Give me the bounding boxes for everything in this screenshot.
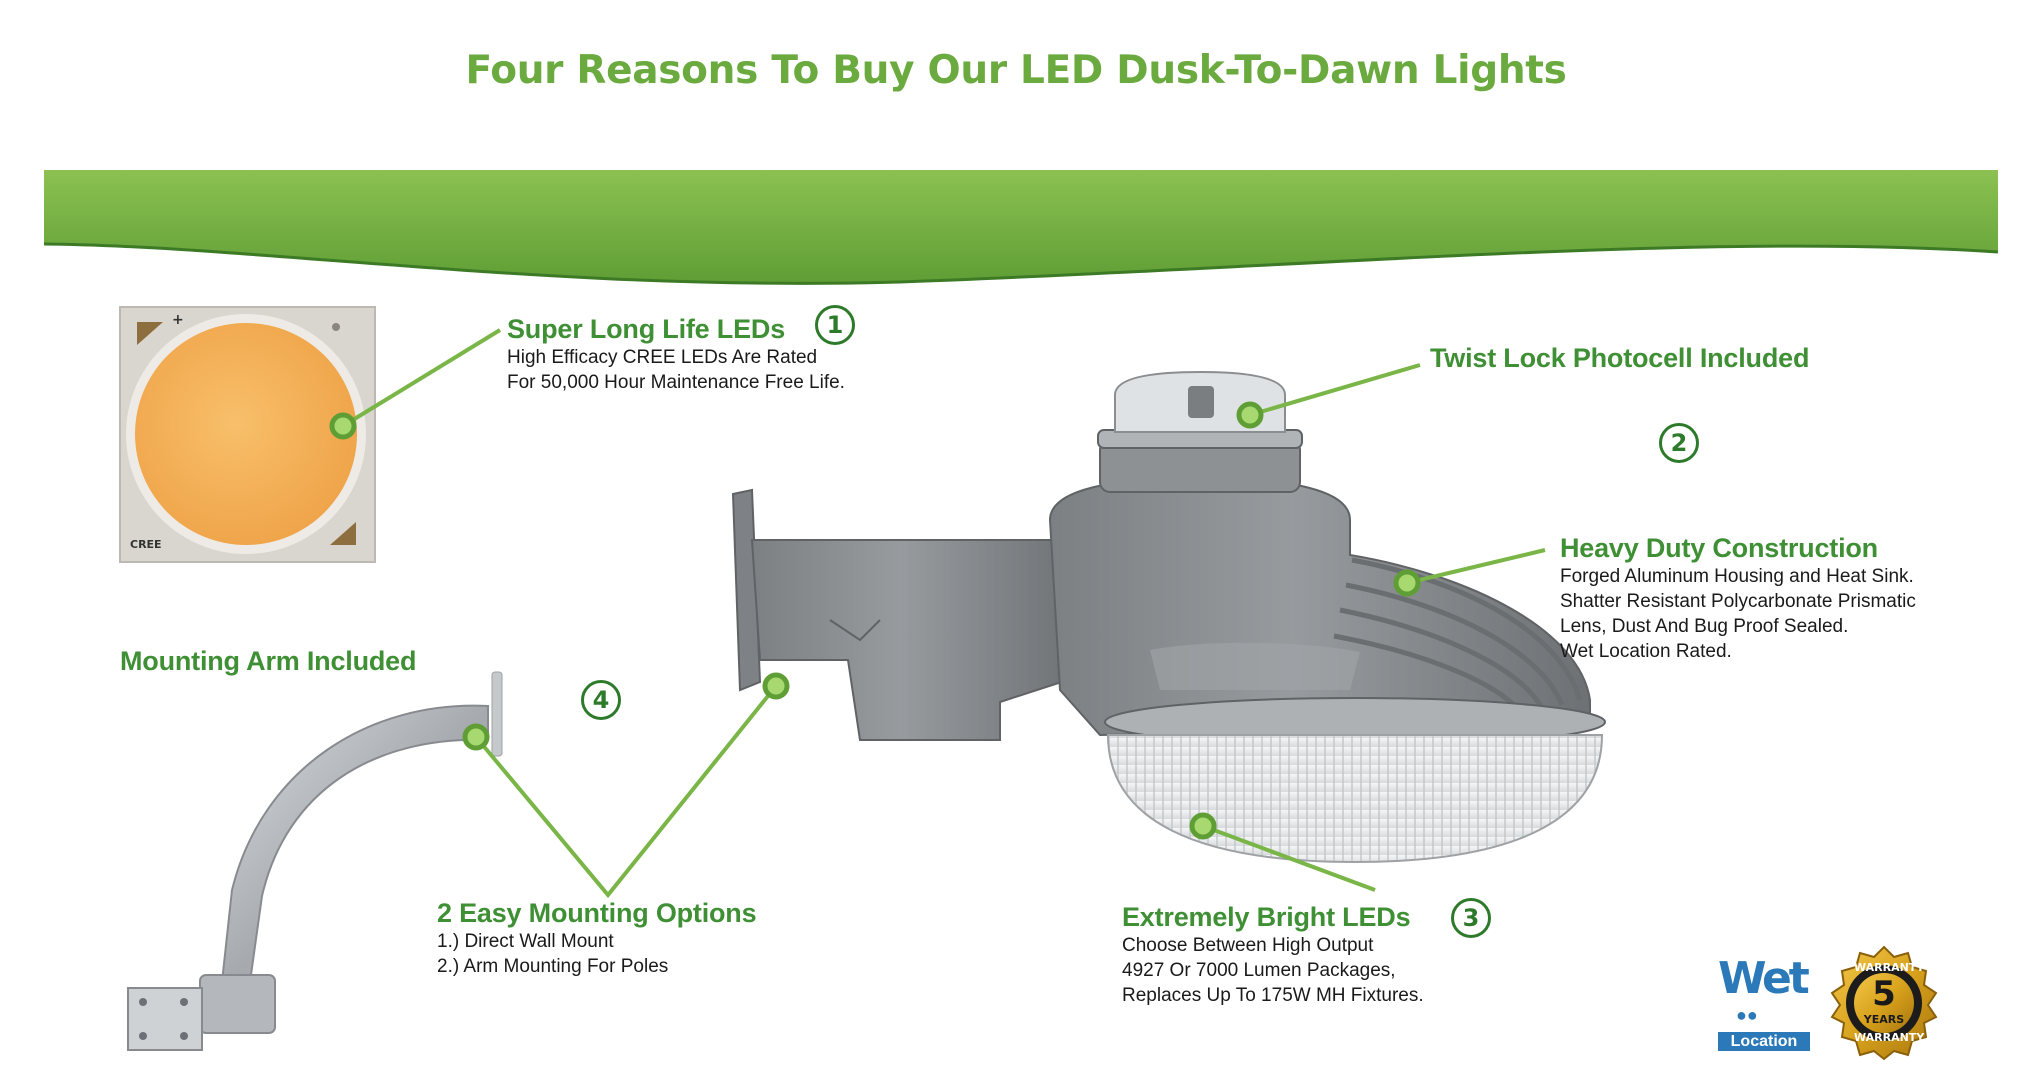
chip-brand-mark: CREE [130,538,162,551]
water-drop-icon: ●● [1736,1005,1758,1025]
callout-dots [329,401,1421,840]
callout-construction-line-2: Shatter Resistant Polycarbonate Prismati… [1560,591,1916,612]
callout-bright-leds-title: Extremely Bright LEDs [1122,902,1411,932]
callout-bright-leds-line-1: Choose Between High Output [1122,935,1374,956]
callout-bright-leds: Extremely Bright LEDs Choose Between Hig… [1122,902,1424,1008]
banner-underline [43,242,1999,285]
page-title: Four Reasons To Buy Our LED Dusk-To-Dawn… [465,48,1567,93]
callout-mounting-arm: Mounting Arm Included [120,646,416,677]
callout-bright-leds-line-2: 4927 Or 7000 Lumen Packages, [1122,960,1396,981]
reason-number-3: 3 [1451,898,1491,938]
callout-connectors [341,328,1546,899]
callout-construction: Heavy Duty Construction Forged Aluminum … [1560,533,1916,664]
cree-led-chip: + CREE [119,306,376,563]
warranty-top-label: WARRANTY [1854,961,1925,974]
callout-led-life-line-2: For 50,000 Hour Maintenance Free Life. [507,372,845,393]
callout-construction-line-1: Forged Aluminum Housing and Heat Sink. [1560,566,1914,587]
callout-construction-line-3: Lens, Dust And Bug Proof Sealed. [1560,616,1849,637]
warranty-bottom-label: WARRANTY [1854,1031,1925,1044]
warranty-years-number: 5 [1872,974,1896,1014]
callout-mounting-arm-title: Mounting Arm Included [120,646,417,676]
reason-number-1: 1 [815,305,855,345]
warranty-seal: WARRANTY 5 YEARS WARRANTY [1826,945,1942,1061]
callout-mounting-options: 2 Easy Mounting Options 1.) Direct Wall … [437,898,757,979]
callout-construction-title: Heavy Duty Construction [1560,533,1878,563]
dusk-to-dawn-fixture-image [731,370,1606,864]
callout-mounting-options-line-2: 2.) Arm Mounting For Poles [437,956,669,977]
reason-number-2: 2 [1659,423,1699,463]
callout-led-life: Super Long Life LEDs High Efficacy CREE … [507,314,845,395]
reason-number-4: 4 [581,680,621,720]
wet-location-word: Wet [1718,953,1810,1004]
callout-photocell-title: Twist Lock Photocell Included [1430,343,1810,373]
callout-bright-leds-line-3: Replaces Up To 175W MH Fixtures. [1122,985,1424,1006]
callout-led-life-line-1: High Efficacy CREE LEDs Are Rated [507,347,818,368]
wet-location-badge: Wet ●● Location [1718,955,1810,1051]
callout-mounting-options-line-1: 1.) Direct Wall Mount [437,931,614,952]
chip-polarity-mark: + [172,312,184,328]
callout-construction-line-4: Wet Location Rated. [1560,641,1732,662]
callout-photocell: Twist Lock Photocell Included [1430,343,1809,374]
warranty-years-label: YEARS [1863,1013,1905,1026]
callout-led-life-title: Super Long Life LEDs [507,314,786,344]
wet-location-label: Location [1718,1032,1810,1051]
warranty-seal-icon [1830,945,1938,1061]
callout-mounting-options-title: 2 Easy Mounting Options [437,898,757,928]
banner-wave [44,170,1998,284]
mounting-arm-image [127,671,503,1051]
